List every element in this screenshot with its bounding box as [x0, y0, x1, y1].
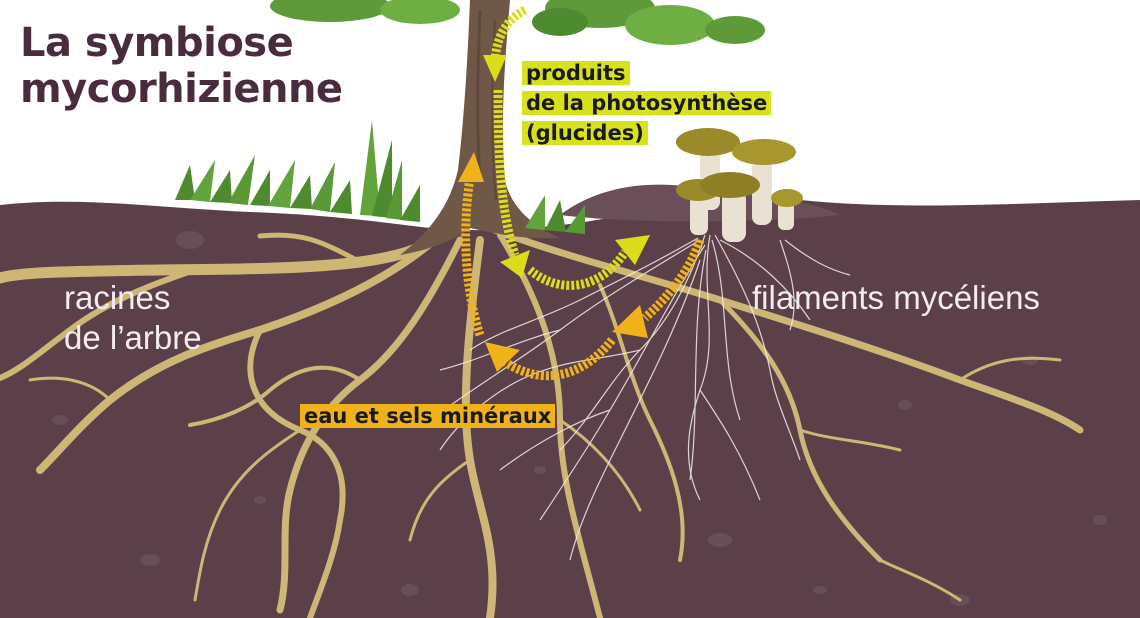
tree-leaves: [270, 0, 765, 45]
water-minerals-arrow: [458, 152, 705, 381]
roots-label-line-2: de l’arbre: [64, 319, 202, 356]
photosynthesis-arrow: [483, 5, 650, 290]
photosynthesis-label-line-1: produits: [522, 61, 630, 85]
roots-label-line-1: racines: [64, 279, 171, 316]
roots-label: racines de l’arbre: [64, 278, 202, 358]
grass: [175, 120, 585, 234]
mycelium-filaments: [429, 234, 851, 561]
mycelium-label: filaments mycéliens: [752, 279, 1040, 316]
photosynthesis-label-line-2: de la photosynthèse: [522, 91, 772, 115]
water-minerals-label: eau et sels minéraux: [300, 400, 556, 432]
soil-pebbles: [52, 231, 1107, 606]
title-line-1: La symbiose: [20, 20, 294, 66]
photosynthesis-label: produits de la photosynthèse (glucides): [522, 58, 772, 148]
tree-trunk: [400, 0, 560, 255]
photosynthesis-label-line-3: (glucides): [522, 121, 648, 145]
soil: [0, 196, 1140, 618]
title-line-2: mycorhizienne: [20, 66, 343, 112]
page-title: La symbiose mycorhizienne: [20, 20, 343, 112]
mushroom-cluster-icon: [676, 128, 803, 242]
